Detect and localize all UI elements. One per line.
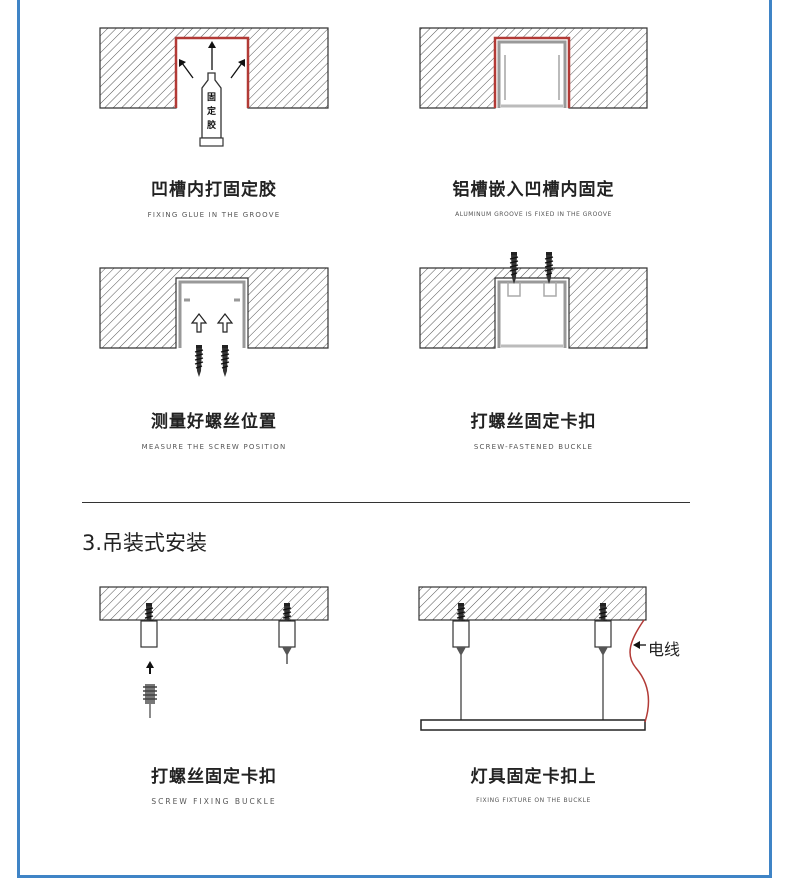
arrow-left-icon — [633, 641, 646, 649]
panel-2-subtitle: ALUMINUM GROOVE IS FIXED IN THE GROOVE — [455, 211, 612, 218]
wire-label: 电线 — [648, 640, 681, 659]
arrow-up-right-icon — [230, 59, 245, 79]
panel-aluminum-groove — [419, 27, 648, 109]
section-divider — [82, 502, 690, 503]
svg-text:胶: 胶 — [207, 119, 216, 131]
arrow-up-icon — [208, 41, 216, 70]
svg-text:定: 定 — [206, 105, 217, 117]
panel-4-subtitle: SCREW-FASTENED BUCKLE — [473, 443, 594, 451]
hollow-arrow-up-icon — [190, 313, 208, 333]
panel-5-subtitle: SCREW FIXING BUCKLE — [151, 797, 277, 806]
svg-text:固: 固 — [207, 92, 216, 103]
panel-6-title: 灯具固定卡扣上 — [470, 767, 597, 787]
section-title: 3.吊装式安装 — [82, 531, 208, 555]
panel-suspended-buckle — [99, 586, 329, 718]
panel-4-title: 打螺丝固定卡扣 — [470, 412, 597, 432]
blue-frame — [17, 0, 772, 878]
arrow-up-left-icon — [179, 59, 194, 79]
panel-3-subtitle: MEASURE THE SCREW POSITION — [141, 443, 287, 451]
panel-fixture-on-buckle — [418, 586, 650, 731]
screw-icon — [194, 344, 204, 378]
panel-1-subtitle: FIXING GLUE IN THE GROOVE — [147, 211, 281, 219]
panel-2-title: 铝槽嵌入凹槽内固定 — [452, 180, 615, 200]
panel-1-title: 凹槽内打固定胶 — [151, 180, 277, 200]
suspension-connector-icon — [143, 684, 157, 718]
panel-5-title: 打螺丝固定卡扣 — [151, 767, 277, 787]
screw-icon — [220, 344, 230, 378]
panel-glue-groove: 固 定 胶 — [99, 27, 329, 147]
arrow-up-icon — [146, 661, 154, 674]
panel-6-subtitle: FIXING FIXTURE ON THE BUCKLE — [476, 797, 591, 804]
hollow-arrow-up-icon — [216, 313, 234, 333]
glue-tube-icon: 固 定 胶 — [199, 72, 224, 147]
panel-3-title: 测量好螺丝位置 — [151, 412, 277, 432]
panel-screw-buckle — [419, 251, 648, 349]
panel-measure-screw — [99, 267, 329, 378]
power-wire — [629, 619, 650, 723]
